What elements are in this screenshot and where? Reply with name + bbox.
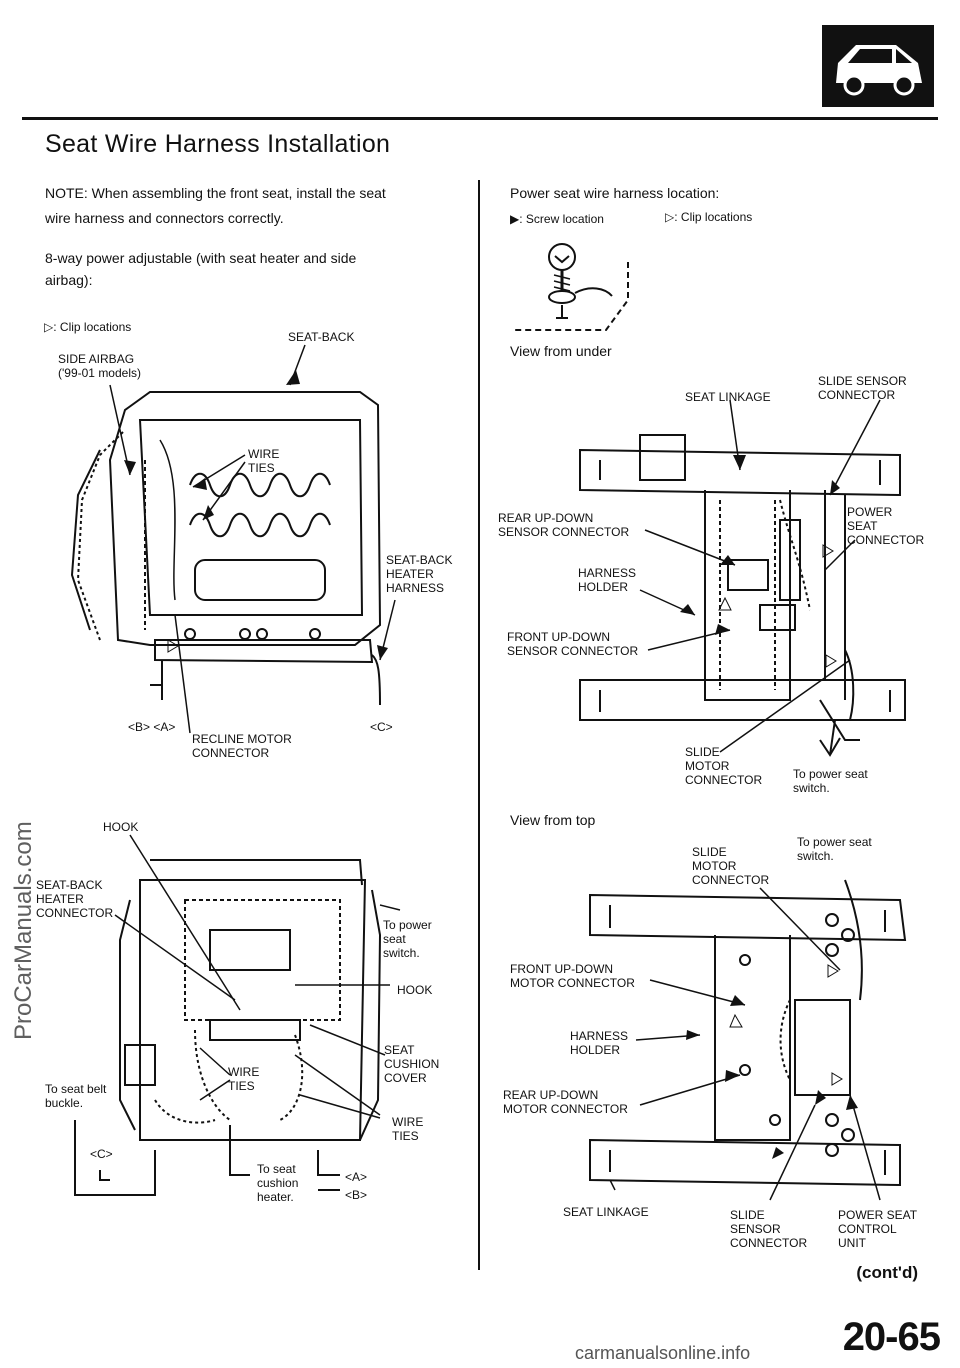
label-to-belt: To seat belt buckle. — [45, 1082, 107, 1110]
label-wire-ties-back: WIRE TIES — [248, 447, 280, 475]
view-under-caption: View from under — [510, 343, 612, 359]
label-to-switch-under: To power seat switch. — [793, 767, 868, 795]
config-line-1: 8-way power adjustable (with seat heater… — [45, 250, 357, 266]
label-heater-connector: SEAT-BACK HEATER CONNECTOR — [36, 878, 114, 920]
label-b-a: <B> <A> — [128, 720, 176, 734]
label-wire-ties-right: WIRE TIES — [392, 1115, 424, 1143]
label-harness-holder-under: HARNESS HOLDER — [578, 566, 637, 594]
page-number: 20-65 — [842, 1315, 941, 1359]
note-line-1: NOTE: When assembling the front seat, in… — [45, 185, 386, 201]
clip-legend-left: ▷: Clip locations — [44, 320, 132, 334]
watermark: ProCarManuals.com — [10, 821, 37, 1040]
continued-marker: (cont'd) — [856, 1263, 918, 1282]
note-line-2: wire harness and connectors correctly. — [45, 210, 284, 226]
label-slide-motor-top: SLIDE MOTOR CONNECTOR — [692, 845, 770, 887]
label-a: <A> — [345, 1170, 368, 1184]
label-rear-motor: REAR UP-DOWN MOTOR CONNECTOR — [503, 1088, 628, 1116]
label-seat-linkage-under: SEAT LINKAGE — [685, 390, 771, 404]
clip-markers — [124, 370, 858, 1159]
label-front-sensor: FRONT UP-DOWN SENSOR CONNECTOR — [507, 630, 639, 658]
label-c-back: <C> — [370, 720, 393, 734]
label-slide-motor-under: SLIDE MOTOR CONNECTOR — [685, 745, 763, 787]
config-line-2: airbag): — [45, 272, 93, 288]
seatback-frame — [70, 391, 382, 706]
top-frame — [589, 879, 907, 1187]
label-recline-connector: RECLINE MOTOR CONNECTOR — [192, 732, 292, 760]
label-to-cushion-heater: To seat cushion heater. — [257, 1162, 299, 1204]
leader-lines — [109, 344, 881, 1201]
label-wire-ties-mid: WIRE TIES — [228, 1065, 260, 1093]
cushion-frame — [74, 859, 382, 1196]
right-header: Power seat wire harness location: — [510, 185, 720, 201]
label-rear-sensor: REAR UP-DOWN SENSOR CONNECTOR — [498, 511, 630, 539]
column-divider — [478, 180, 480, 1270]
label-harness-holder-top: HARNESS HOLDER — [570, 1029, 629, 1057]
label-side-airbag: SIDE AIRBAG ('99-01 models) — [58, 352, 141, 380]
footer-url: carmanualsonline.info — [575, 1343, 751, 1363]
page-title: Seat Wire Harness Installation — [45, 130, 391, 158]
label-front-motor: FRONT UP-DOWN MOTOR CONNECTOR — [510, 962, 635, 990]
label-slide-sensor-top: SLIDE SENSOR CONNECTOR — [730, 1208, 808, 1250]
label-seat-cushion-cover: SEAT CUSHION COVER — [384, 1043, 440, 1085]
label-hook-top: HOOK — [103, 820, 139, 834]
screw-legend: ▶: Screw location — [510, 212, 604, 226]
label-hook-right: HOOK — [397, 983, 433, 997]
label-seat-linkage-top: SEAT LINKAGE — [563, 1205, 649, 1219]
car-icon — [822, 25, 934, 107]
label-power-seat-connector: POWER SEAT CONNECTOR — [847, 505, 925, 547]
label-b: <B> — [345, 1188, 368, 1202]
screw-detail — [515, 243, 629, 331]
under-frame — [579, 434, 906, 757]
label-to-switch-top: To power seat switch. — [797, 835, 872, 863]
label-seat-back: SEAT-BACK — [288, 330, 355, 344]
label-to-power-switch: To power seat switch. — [383, 918, 432, 960]
view-top-caption: View from top — [510, 812, 596, 828]
header-rule — [22, 117, 938, 120]
label-slide-sensor-under: SLIDE SENSOR CONNECTOR — [818, 374, 907, 402]
clip-legend-right: ▷: Clip locations — [665, 210, 753, 224]
label-heater-harness: SEAT-BACK HEATER HARNESS — [386, 553, 453, 595]
label-power-seat-unit: POWER SEAT CONTROL UNIT — [838, 1208, 918, 1250]
label-c-cushion: <C> — [90, 1147, 113, 1161]
